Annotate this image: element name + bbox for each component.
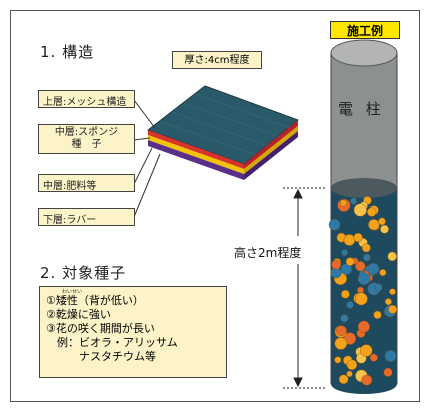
flower [334,356,342,364]
flower [328,218,341,231]
example-label: 施工例 [330,21,400,39]
thickness-label: 厚さ:4cm程度 [172,51,262,69]
flower [367,207,377,217]
flower [373,310,382,320]
flower [343,234,356,246]
flower [353,203,367,217]
mat-yellow-side [244,126,298,174]
flower [345,257,355,266]
species-heading: 2. 対象種子 [40,264,127,282]
flower [374,283,383,292]
flower [360,344,373,357]
flower [331,259,342,270]
flower [387,251,397,262]
flower [384,298,392,306]
flower [361,374,373,386]
flower [346,359,358,371]
mat-yellow-layer [148,135,244,174]
flower [346,370,353,378]
flower [357,320,370,333]
flower [363,253,371,262]
species-item: ③花の咲く期間が長い [46,322,155,335]
flower [379,269,387,277]
flower [378,217,386,226]
structure-heading: 1. 構造 [40,43,95,61]
flower [361,243,371,253]
flower [340,314,349,323]
flower [335,325,347,337]
mat-red-layer [148,130,244,169]
flower [369,353,378,362]
species-box: わいせい ①矮性（背が低い） ②乾燥に強い ③花の咲く期間が長い 例：ビオラ・ア… [39,286,227,378]
callout-lines [133,99,161,218]
utility-pole [328,39,398,394]
flower [368,219,380,231]
flower [341,249,348,256]
flower [380,224,389,234]
flower [383,367,393,377]
layer-label-rubber: 下層:ラバー [38,208,135,226]
layer-label-fertilizer: 中層:肥料等 [38,174,135,192]
mat-purple-side [244,131,298,180]
flower [346,301,354,309]
flowers [328,196,397,386]
mat-purple-layer [148,140,244,180]
height-label: 高さ2m程度 [234,246,302,260]
height-dimension [283,187,326,389]
flower [341,289,350,299]
mat-illustration [146,85,299,180]
flower [334,337,348,350]
species-item: ナスタチウム等 [46,350,156,363]
species-item: 例：ビオラ・アリッサム [46,336,178,349]
flower [340,263,352,275]
flower [357,286,365,294]
flower [357,272,371,285]
species-item: ①矮性（背が低い） [46,294,144,307]
flower [388,304,397,314]
pole-label: 電 柱 [338,100,385,118]
flower [355,261,366,272]
flower [389,288,396,296]
flower [353,232,363,243]
layer-label-sponge: 中層:スポンジ 種 子 [38,124,135,154]
mat-red-side [244,120,298,169]
layer-label-top: 上層:メッシュ構造 [38,90,135,108]
flower [350,197,357,205]
ruby-annotation: わいせい [62,289,83,295]
flower [354,292,368,306]
species-item: ②乾燥に強い [46,308,111,321]
flower [338,374,349,385]
flower [340,199,348,207]
flower [384,350,397,362]
flower [367,262,380,275]
